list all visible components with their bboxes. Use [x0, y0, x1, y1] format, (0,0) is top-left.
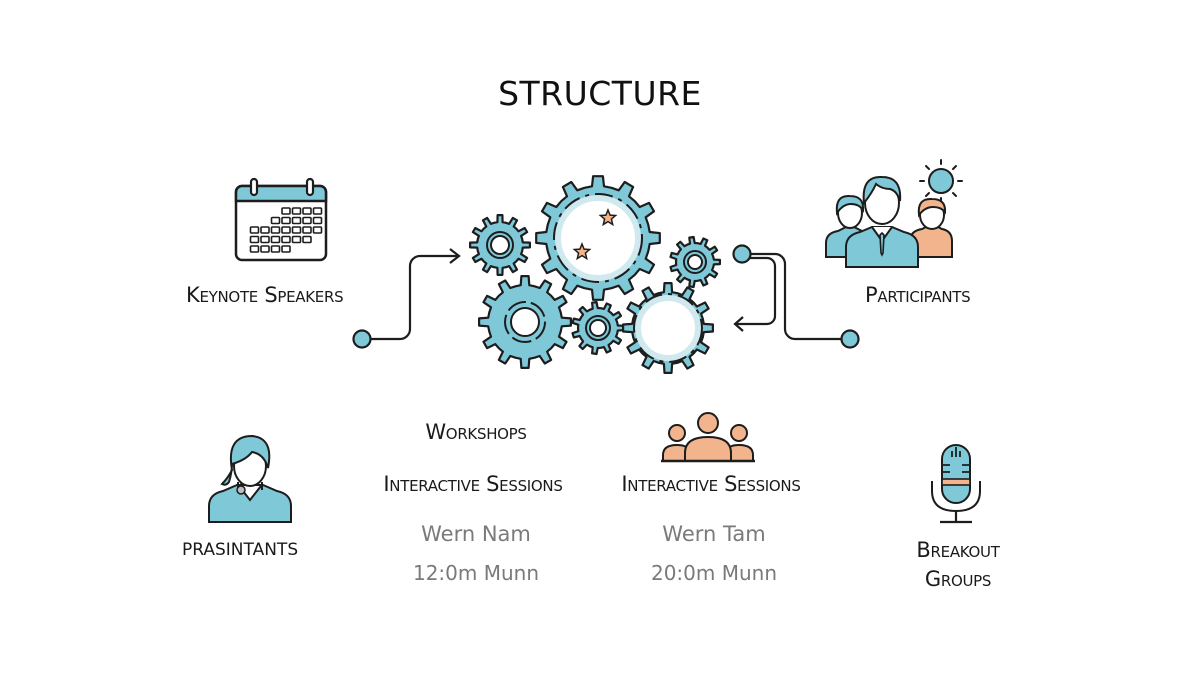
- sun-icon: [919, 159, 963, 203]
- calendar-cell: [281, 216, 291, 225]
- calendar-cell: [281, 245, 291, 253]
- calendar-cell: [249, 226, 260, 234]
- calendar-cell: [302, 207, 312, 215]
- calendar-cell: [291, 235, 302, 244]
- participants-label: Participants: [865, 283, 971, 307]
- calendar-cell: [281, 235, 291, 244]
- gear-hole: [510, 307, 540, 337]
- gear-ring: [633, 293, 703, 363]
- calendar-cell: [291, 216, 302, 225]
- left-connector-arrow: [352, 248, 461, 349]
- interactive-sessions-heading-2: Interactive Sessions: [621, 472, 801, 496]
- gear-hole: [490, 235, 510, 255]
- right-connector-arrow: [732, 244, 860, 349]
- calendar-cell: [291, 226, 302, 234]
- calendar-cell: [302, 216, 312, 225]
- calendar-cell: [302, 226, 312, 234]
- gear-hole: [555, 195, 641, 281]
- gear-hole: [687, 254, 703, 270]
- interactive-sessions-heading-1: Interactive Sessions: [383, 472, 563, 496]
- session-1-name: Wern Nam: [421, 522, 531, 546]
- keynote-speakers-label: Keynote Speakers: [186, 283, 344, 307]
- calendar-cell: [270, 245, 281, 253]
- people-group-icon: [825, 159, 963, 268]
- session-1-time: 12:0m Munn: [412, 561, 540, 585]
- workshops-heading: Workshops: [425, 420, 527, 444]
- microphone-icon: [931, 444, 981, 524]
- diagram-title: STRUCTURE: [498, 74, 702, 113]
- woman-headset-icon: [208, 434, 292, 523]
- calendar-cell: [281, 207, 291, 215]
- gear-ring: [553, 193, 643, 283]
- prasintants-label: PRASINTANTS: [182, 540, 299, 560]
- session-2-time: 20:0m Munn: [650, 561, 778, 585]
- calendar-cell: [302, 235, 312, 244]
- calendar-cell: [312, 207, 323, 215]
- calendar-cell: [270, 226, 281, 234]
- calendar-cell: [260, 245, 270, 253]
- calendar-cell: [312, 216, 323, 225]
- star-icon: [572, 242, 592, 261]
- calendar-icon: [234, 177, 328, 262]
- gear-hole: [589, 319, 607, 337]
- breakout-groups-label-line2: Groups: [924, 567, 992, 591]
- gear-hole: [635, 295, 701, 361]
- calendar-cell: [260, 235, 270, 244]
- gears-icon: [469, 175, 721, 374]
- calendar-cell: [270, 216, 281, 225]
- calendar-cell: [281, 226, 291, 234]
- star-icon: [598, 208, 618, 227]
- session-2-name: Wern Tam: [662, 522, 766, 546]
- breakout-groups-label-line1: Breakout: [916, 538, 1000, 562]
- audience-icon: [661, 412, 755, 463]
- calendar-cell: [291, 207, 302, 215]
- calendar-cell: [249, 245, 260, 253]
- calendar-cell: [260, 226, 270, 234]
- calendar-cell: [270, 235, 281, 244]
- calendar-cell: [249, 235, 260, 244]
- calendar-cell: [312, 226, 323, 234]
